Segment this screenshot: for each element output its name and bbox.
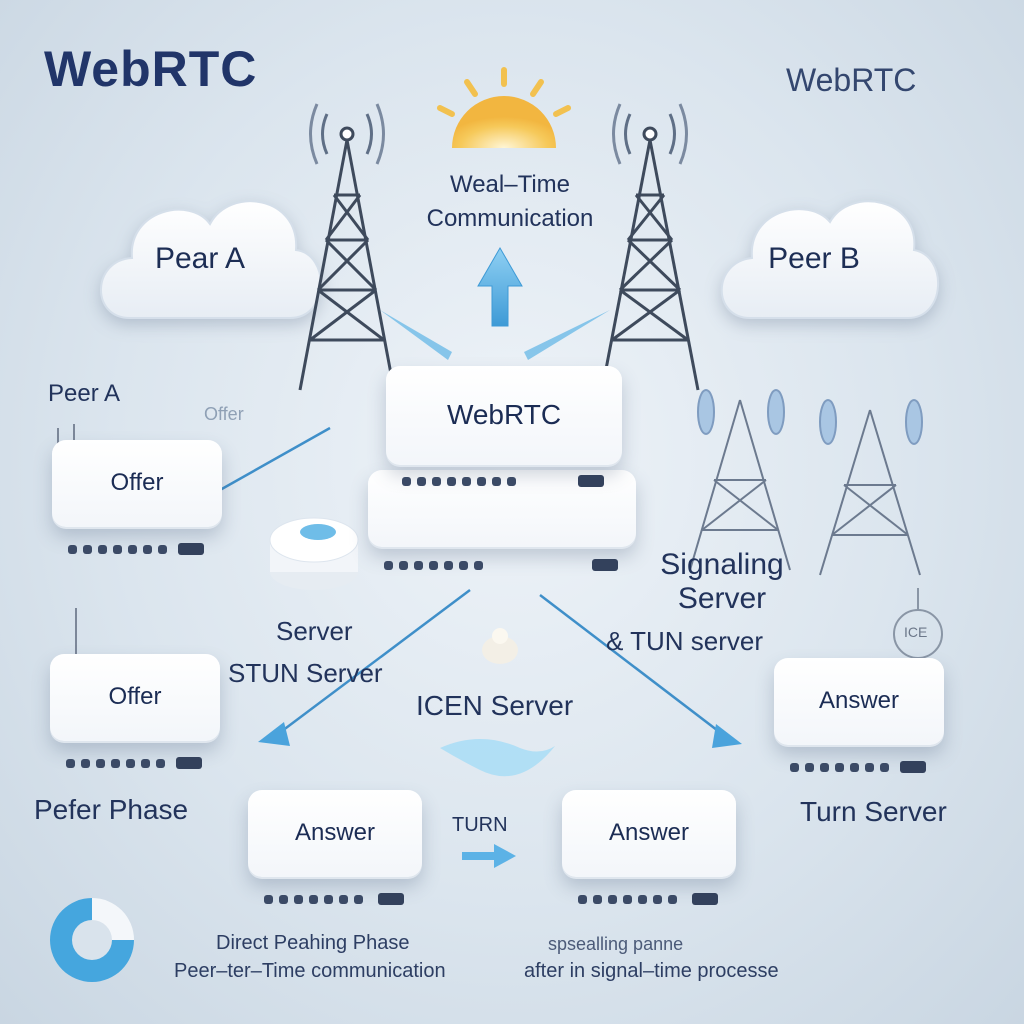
icen-server-label: ICEN Server [416,690,574,721]
ice-label: ICE [904,624,928,640]
realtime-title: Weal–Time Communication [426,171,594,232]
bottom-line-2-left: Peer–ter–Time communication [174,960,446,982]
bottom-faint-right: spsealling panne [548,934,684,954]
pefer-phase-label: Pefer Phase [34,794,189,825]
bottom-line-1: Direct Peahing Phase [216,932,410,954]
answer-router-bottom-right: Answer [562,790,736,914]
faint-offer-label: Offer [204,404,244,424]
answer-router-bottom-right-label: Answer [562,790,736,877]
sun-icon [437,67,571,148]
small-towers-icon [689,389,923,576]
donut-chart-icon [50,898,134,982]
turn-server-label: Turn Server [800,796,947,827]
offer-router-top-label: Offer [52,440,222,527]
connector-arrowheads [258,722,742,748]
up-arrow-icon [477,247,523,327]
connector-lines [219,426,731,741]
cloud-peer-a-label: Pear A [154,242,246,275]
answer-router-bottom-left: Answer [248,790,422,914]
right-tower-icon [600,103,700,391]
server-puck-icon [269,517,359,590]
offer-router-top: Offer [52,440,222,564]
server-label: Server [276,616,353,646]
left-tower-icon [298,103,396,391]
cloud-peer-a-shape [100,200,322,319]
signal-beams [380,310,610,360]
signaling-server-label: Signaling Server [660,548,784,615]
stun-server-label: STUN Server [228,658,383,688]
corner-title: WebRTC [786,62,917,98]
cloud-peer-b-shape [720,200,939,319]
center-webrtc-box: WebRTC [386,366,622,496]
wave-icon [440,739,555,777]
answer-router-bottom-left-label: Answer [248,790,422,877]
bulb-icon [482,628,518,664]
page-title: WebRTC [44,41,258,97]
peer-a-label: Peer A [48,380,121,407]
offer-router-bottom-label: Offer [50,654,220,741]
turn-arrow-icon [462,844,516,868]
answer-router-right-label: Answer [774,658,944,745]
turn-label: TURN [452,814,508,836]
cloud-peer-b-label: Peer B [768,242,860,275]
offer-router-bottom: Offer [50,654,220,778]
ice-icon [893,588,943,659]
center-webrtc-label: WebRTC [386,366,622,465]
bottom-line-2-right: after in signal–time processe [524,960,779,982]
answer-router-right: Answer [774,658,944,782]
tun-server-label: & TUN server [606,626,763,656]
